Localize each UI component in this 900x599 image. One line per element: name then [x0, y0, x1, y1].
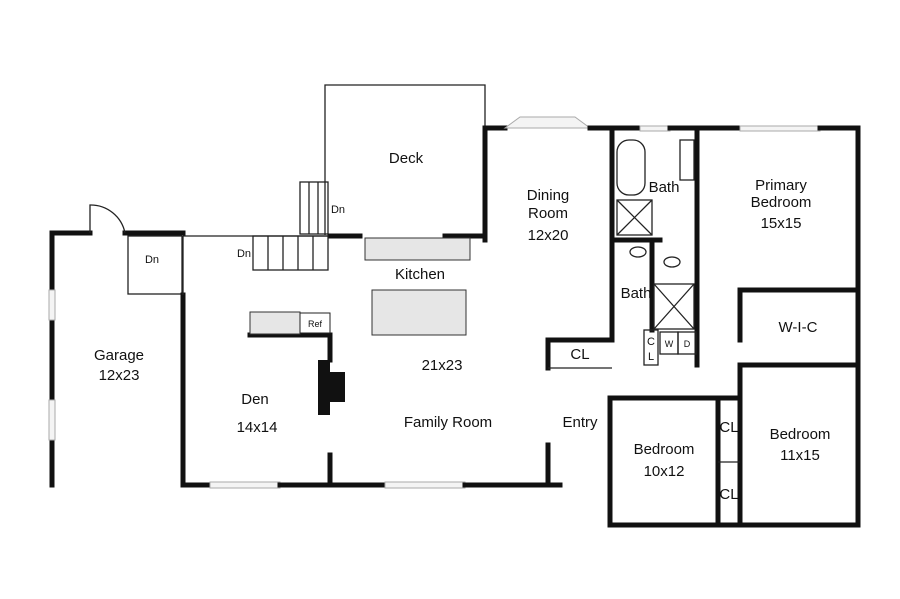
washer-label: W: [665, 339, 674, 349]
bedroom-2-label: Bedroom: [770, 426, 831, 443]
primary-label-2: Bedroom: [751, 194, 812, 211]
counter: [249, 311, 301, 335]
den-label: Den: [241, 391, 269, 408]
garage: [48, 204, 186, 488]
deck-stairs: [299, 181, 329, 235]
main-stairs: [252, 235, 329, 271]
dryer-label: D: [684, 339, 691, 349]
family-size: 21x23: [422, 357, 463, 374]
den-size: 14x14: [237, 419, 278, 436]
entry-label: Entry: [562, 414, 598, 431]
entry-closet-label: CL: [570, 346, 589, 363]
primary-size: 15x15: [761, 215, 802, 232]
bath-label: Bath: [649, 179, 680, 196]
deck-stairs-dn: Dn: [331, 204, 345, 216]
kitchen-label: Kitchen: [395, 266, 445, 283]
shower: [616, 199, 653, 236]
walls: [180, 116, 861, 528]
labels: Deck Dining Room 12x20 Bath Bath Primary…: [94, 150, 830, 503]
ref-label: Ref: [308, 319, 323, 329]
toilet-2: [663, 256, 681, 268]
bath-2-label: Bath: [621, 285, 652, 302]
wic-label: W-I-C: [779, 319, 818, 336]
bathtub: [616, 139, 646, 196]
laundry-c-label: C: [647, 336, 655, 348]
dining-size: 12x20: [528, 227, 569, 244]
deck-label: Deck: [389, 150, 424, 167]
family-label: Family Room: [404, 414, 492, 431]
fixtures: Ref W D: [249, 139, 697, 415]
closet-2-label: CL: [719, 486, 738, 503]
primary-label: Primary: [755, 177, 807, 194]
bedroom-2-size: 11x15: [780, 447, 820, 464]
closet-label: CL: [719, 419, 738, 436]
garage-door-swing: [89, 204, 126, 234]
laundry-closet: [643, 329, 659, 366]
dining-label-2: Room: [528, 205, 568, 222]
garage-label: Garage: [94, 347, 144, 364]
garage-stairs: [127, 235, 183, 295]
main-stairs-dn: Dn: [237, 248, 251, 260]
kitchen-counter: [364, 237, 471, 261]
toilet: [629, 246, 647, 258]
laundry-l-label: L: [648, 351, 654, 363]
bay-window: [503, 116, 592, 129]
bedroom-1-size: 10x12: [644, 463, 685, 480]
dining-label: Dining: [527, 187, 570, 204]
refrigerator: [299, 312, 331, 334]
kitchen-island: [371, 289, 467, 336]
vanity: [679, 139, 695, 181]
shower-2: [653, 283, 695, 330]
garage-stairs-dn: Dn: [145, 254, 159, 266]
bedroom-1-label: Bedroom: [634, 441, 695, 458]
deck: [299, 84, 486, 235]
garage-size: 12x23: [99, 367, 140, 384]
dryer: [677, 331, 697, 355]
